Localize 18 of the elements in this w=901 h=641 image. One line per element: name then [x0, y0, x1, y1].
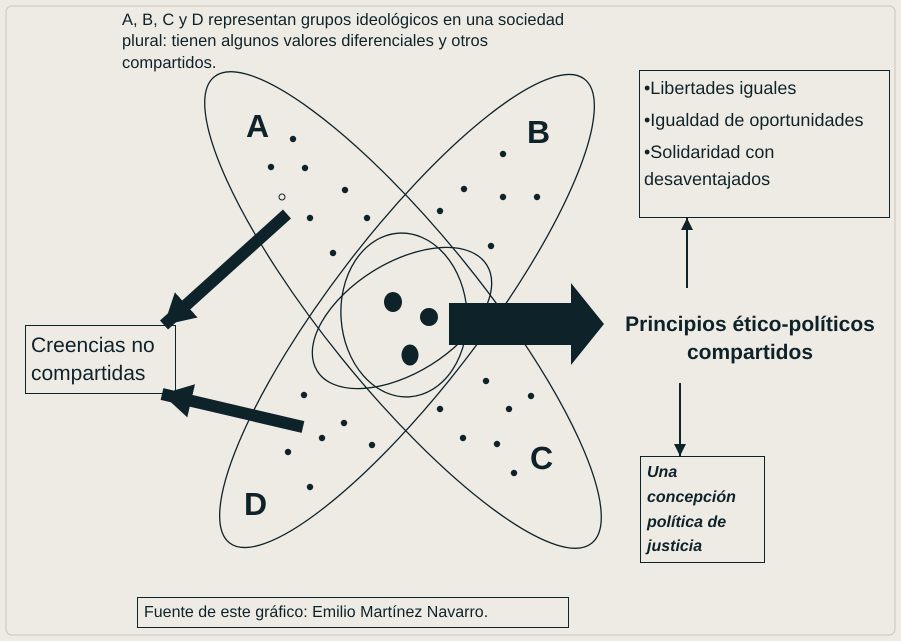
list-item: •Libertades iguales [644, 77, 798, 100]
arrow [674, 383, 686, 456]
group-letter: A [246, 108, 270, 145]
note-text: A, B, C y D representan grupos ideológicos en una sociedad plural: tienen algunos valores diferenciales y otros compartidos. [122, 10, 566, 74]
arrow [681, 218, 693, 288]
text-box: Una concepción política de justicia [640, 456, 765, 563]
arrow [160, 384, 304, 433]
heading-text: Principios ético-políticos compartidos [624, 312, 876, 366]
group-letter: B [527, 114, 550, 151]
list-box [639, 70, 890, 218]
source-box: Fuente de este gráfico: Emilio Martínez Navarro. [137, 597, 569, 628]
group-letter: C [530, 440, 554, 477]
arrow [449, 283, 604, 365]
text-box: Creencias no compartidas [25, 325, 176, 394]
group-letter: D [244, 486, 268, 523]
arrow [160, 210, 292, 330]
list-item: •Solidaridad con desaventajados [644, 141, 776, 191]
list-item: •Igualdad de oportunidades [644, 109, 864, 132]
